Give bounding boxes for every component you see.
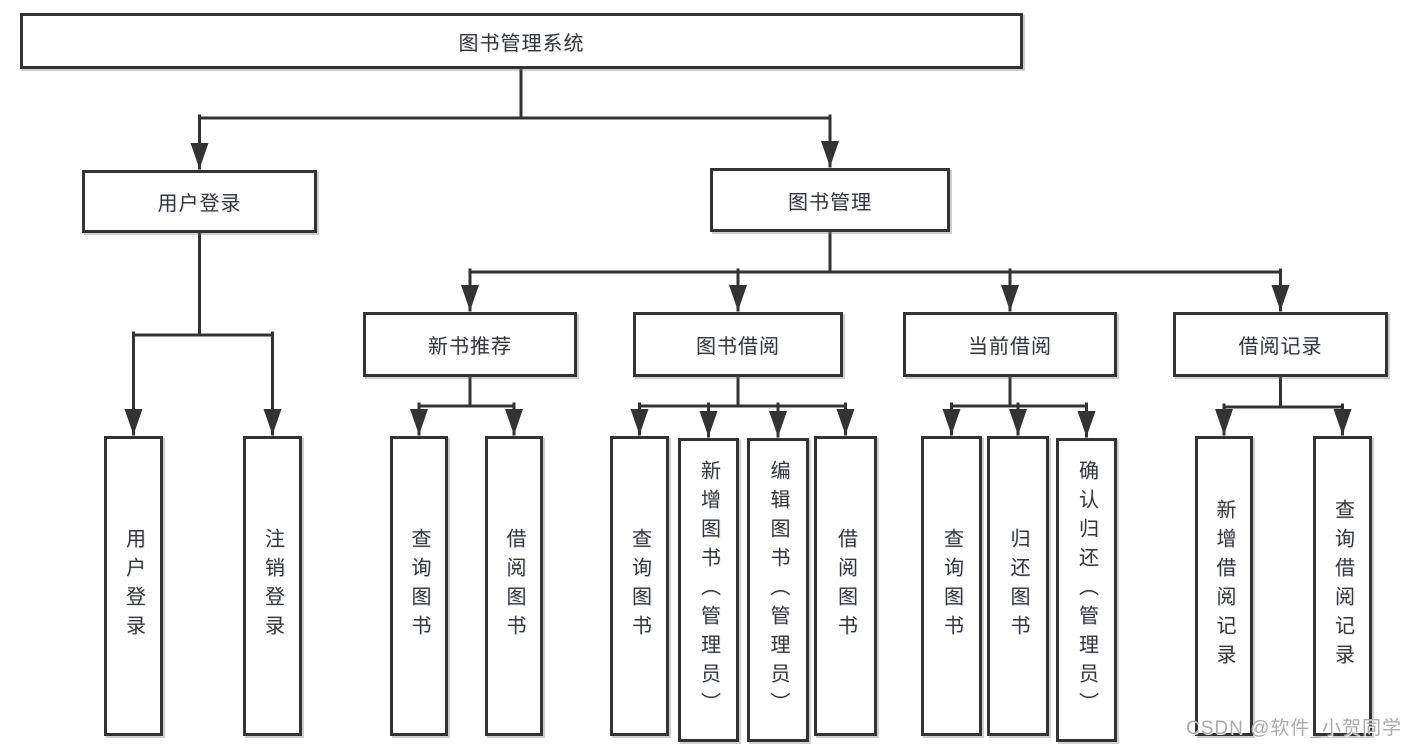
leaf-nbr-query-books: 查询图书	[390, 436, 448, 736]
node-user-login: 用户登录	[82, 170, 317, 233]
junction-new-book-recommend	[417, 375, 516, 408]
leaf-bb-add-books-admin-label: 新增图书（管理员）	[697, 459, 720, 721]
leaf-bb-query-books-label: 查询图书	[628, 528, 651, 644]
node-book-borrowing: 图书借阅	[633, 312, 843, 377]
leaf-nbr-borrow-books: 借阅图书	[485, 436, 543, 736]
junction-current-borrowing	[950, 375, 1088, 408]
node-new-book-recommend: 新书推荐	[363, 312, 577, 377]
leaf-user-login: 用户登录	[104, 436, 163, 736]
leaf-br-add-record: 新增借阅记录	[1195, 436, 1253, 736]
leaf-bb-edit-books-admin-label: 编辑图书（管理员）	[767, 459, 789, 721]
node-current-borrowing-label: 当前借阅	[968, 336, 1052, 358]
node-current-borrowing: 当前借阅	[903, 312, 1117, 377]
leaf-logout: 注销登录	[243, 436, 302, 736]
leaf-nbr-query-books-label: 查询图书	[408, 528, 430, 644]
leaf-br-query-record: 查询借阅记录	[1313, 436, 1372, 736]
node-book-borrowing-label: 图书借阅	[696, 336, 780, 358]
junction-book-management	[468, 230, 1282, 274]
node-root-label: 图书管理系统	[458, 32, 585, 55]
junction-user-login	[132, 231, 274, 337]
leaf-bb-add-books-admin: 新增图书（管理员）	[678, 438, 739, 742]
leaf-bb-edit-books-admin: 编辑图书（管理员）	[747, 438, 809, 742]
node-borrowing-records-label: 借阅记录	[1238, 336, 1323, 358]
leaf-cb-return-books-label: 归还图书	[1007, 528, 1029, 644]
junction-root	[198, 67, 832, 120]
node-book-management: 图书管理	[710, 168, 950, 232]
junction-borrowing-records	[1222, 375, 1344, 409]
leaf-cb-confirm-return-admin-label: 确认归还（管理员）	[1075, 459, 1098, 721]
leaf-user-login-label: 用户登录	[122, 528, 145, 644]
leaf-cb-confirm-return-admin: 确认归还（管理员）	[1056, 438, 1117, 742]
node-root: 图书管理系统	[20, 13, 1023, 69]
node-new-book-recommend-label: 新书推荐	[428, 336, 512, 358]
leaf-br-add-record-label: 新增借阅记录	[1213, 499, 1235, 673]
leaf-cb-query-books: 查询图书	[921, 436, 982, 736]
leaf-cb-return-books: 归还图书	[987, 436, 1049, 736]
leaf-br-query-record-label: 查询借阅记录	[1331, 499, 1354, 673]
leaf-logout-label: 注销登录	[261, 528, 284, 644]
leaf-cb-query-books-label: 查询图书	[940, 528, 963, 644]
leaf-bb-borrow-books: 借阅图书	[814, 436, 877, 736]
junction-book-borrowing	[638, 375, 847, 408]
node-user-login-label: 用户登录	[157, 193, 242, 215]
leaf-bb-borrow-books-label: 借阅图书	[834, 528, 857, 644]
leaf-nbr-borrow-books-label: 借阅图书	[503, 528, 525, 644]
node-borrowing-records: 借阅记录	[1173, 312, 1388, 377]
node-book-management-label: 图书管理	[788, 191, 872, 214]
csdn-watermark: CSDN @软件_小贺同学	[1186, 718, 1402, 739]
leaf-bb-query-books: 查询图书	[610, 436, 669, 736]
